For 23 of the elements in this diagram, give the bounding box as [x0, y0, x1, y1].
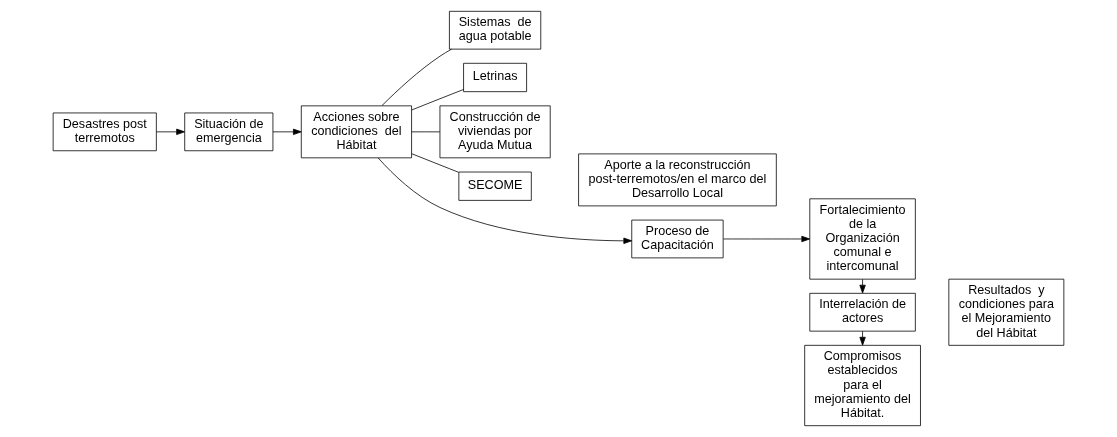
- connector: [411, 89, 464, 111]
- node-box: Construcción de viviendas por Ayuda Mutua: [439, 105, 551, 159]
- node-box: Letrinas: [463, 62, 527, 93]
- node-box: Interrelación de actores: [809, 292, 916, 332]
- node-box: SECOME: [458, 171, 532, 201]
- connector: [411, 131, 441, 133]
- node-box: Sistemas de agua potable: [449, 10, 542, 50]
- node-box: Fortalecimiento de la Organización comunal e intercomunal: [809, 198, 916, 280]
- node-box: Resultados y condiciones para el Mejoramiento del Hábitat: [948, 278, 1065, 346]
- arrow: [156, 128, 185, 135]
- node-box: Aporte a la reconstrucción post-terremotos/en el marco del Desarrollo Local: [578, 153, 777, 207]
- node-box: Acciones sobre condiciones del Hábitat: [300, 105, 412, 159]
- node-box: Compromisos establecidos para el mejoramiento del Hábitat.: [804, 344, 921, 427]
- node-box: Situación de emergencia: [184, 112, 274, 152]
- node-box: Proceso de Capacitación: [631, 219, 724, 259]
- arrow: [272, 128, 302, 135]
- connector: [411, 153, 459, 173]
- arrow: [859, 330, 866, 346]
- connector: [381, 48, 452, 106]
- arrow: [377, 157, 633, 244]
- arrow: [723, 235, 811, 243]
- arrow: [859, 278, 866, 294]
- node-box: Desastres post terremotos: [52, 112, 157, 152]
